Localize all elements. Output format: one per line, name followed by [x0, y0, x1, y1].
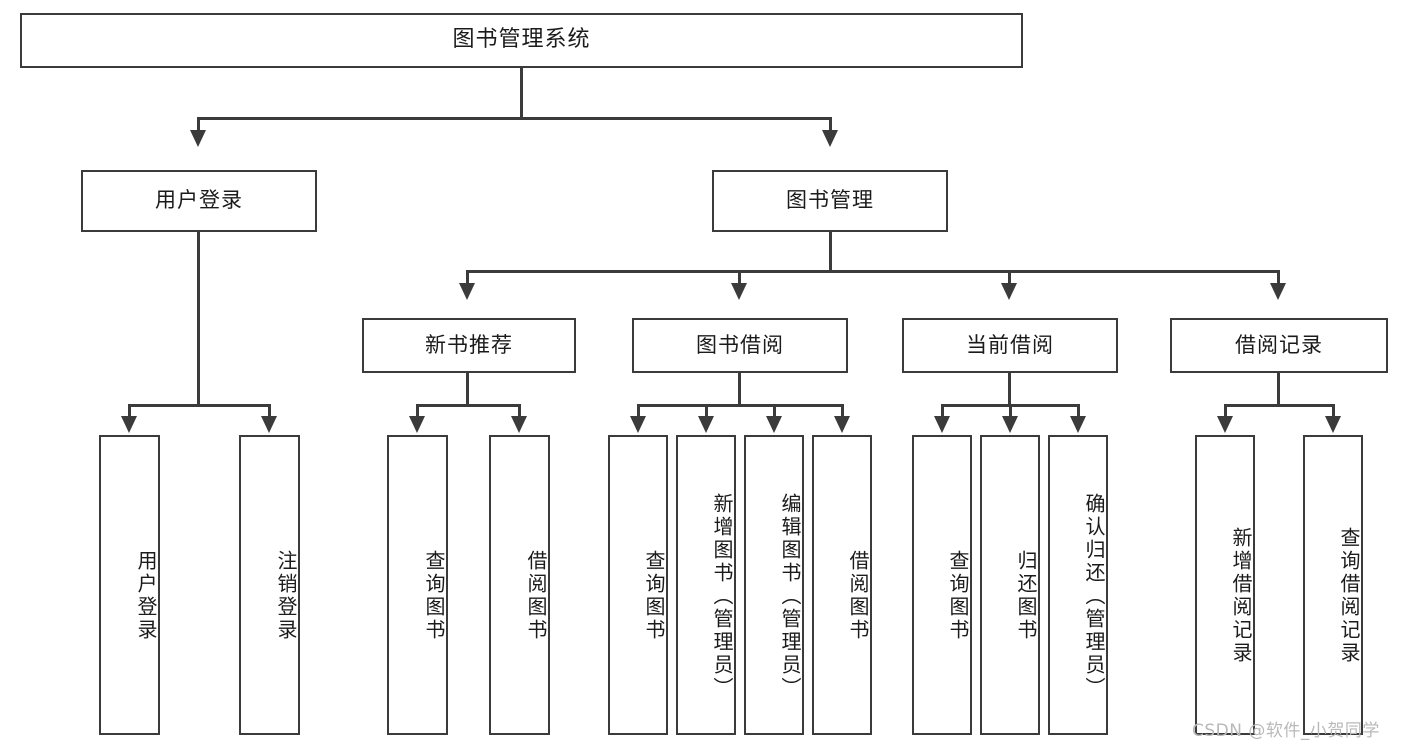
arrow-to-new-book: [458, 283, 475, 300]
node-current-borrow[interactable]: 当前借阅: [902, 318, 1118, 373]
leaf-borrow-book[interactable]: 借阅图书: [812, 435, 872, 735]
arrow-leaf-borrow-book-2: [833, 416, 850, 433]
node-label: 查询图书: [642, 550, 666, 642]
connector-user-login-bar: [128, 404, 270, 407]
connector-book-borrow-child-1: [637, 404, 640, 417]
arrow-to-borrow-record: [1269, 283, 1286, 300]
node-label: 图书借阅: [696, 332, 784, 357]
leaf-borrow-book-recommend[interactable]: 借阅图书: [489, 435, 550, 735]
node-book-manage[interactable]: 图书管理: [712, 170, 948, 232]
node-label: 编辑图书（管理员）: [778, 492, 802, 700]
node-label: 归还图书: [1014, 550, 1038, 642]
node-label: 新增图书（管理员）: [710, 492, 734, 700]
connector-book-borrow-child-2: [705, 404, 708, 417]
node-user-login[interactable]: 用户登录: [81, 170, 317, 232]
connector-borrow-record-bar: [1224, 404, 1334, 407]
node-book-borrow[interactable]: 图书借阅: [632, 318, 848, 373]
arrow-to-user-login: [190, 130, 206, 147]
connector-book-borrow-stem: [738, 373, 741, 406]
leaf-logout[interactable]: 注销登录: [239, 435, 300, 735]
connector-book-borrow-child-4: [841, 404, 844, 417]
leaf-confirm-return-admin[interactable]: 确认归还（管理员）: [1048, 435, 1108, 735]
arrow-to-book-manage: [821, 130, 838, 147]
connector-borrow-record-child-2: [1332, 404, 1335, 417]
node-label: 新书推荐: [425, 332, 513, 357]
csdn-watermark: CSDN @软件_小贺同学: [1192, 716, 1380, 741]
node-label: 确认归还（管理员）: [1082, 492, 1106, 700]
arrow-leaf-user-login: [120, 416, 137, 433]
node-label: 图书管理系统: [452, 27, 591, 53]
arrow-leaf-confirm-return: [1069, 416, 1086, 433]
connector-to-book-manage: [829, 117, 832, 132]
node-label: 借阅图书: [846, 550, 870, 642]
leaf-query-book-current[interactable]: 查询图书: [912, 435, 972, 735]
arrow-leaf-query-book-3: [933, 416, 950, 433]
connector-book-borrow-child-3: [773, 404, 776, 417]
connector-borrow-record-stem: [1277, 373, 1280, 406]
node-borrow-record[interactable]: 借阅记录: [1170, 318, 1388, 373]
connector-book-manage-stem: [829, 232, 832, 272]
connector-root-stem: [520, 68, 523, 119]
arrow-leaf-edit-book: [765, 416, 782, 433]
connector-current-borrow-stem: [1008, 373, 1011, 406]
connector-new-book-child-1: [416, 404, 419, 417]
leaf-add-book-admin[interactable]: 新增图书（管理员）: [676, 435, 736, 735]
node-label: 用户登录: [155, 188, 243, 213]
connector-user-login-child-1: [128, 404, 131, 417]
watermark-text: CSDN @软件_小贺同学: [1192, 721, 1380, 741]
leaf-edit-book-admin[interactable]: 编辑图书（管理员）: [744, 435, 804, 735]
node-label: 图书管理: [786, 188, 874, 213]
node-root-system[interactable]: 图书管理系统: [20, 13, 1023, 68]
arrow-leaf-logout: [260, 416, 277, 433]
arrow-leaf-add-record: [1216, 416, 1233, 433]
node-label: 查询借阅记录: [1337, 527, 1361, 665]
connector-book-manage-bar: [466, 270, 1280, 273]
connector-new-book-bar: [416, 404, 520, 407]
arrow-to-current-borrow: [1000, 283, 1017, 300]
node-label: 借阅图书: [524, 550, 548, 642]
node-label: 注销登录: [274, 550, 298, 642]
connector-to-current-borrow: [1008, 270, 1011, 285]
connector-user-login-stem: [197, 232, 200, 406]
connector-to-borrow-record: [1277, 270, 1280, 285]
arrow-leaf-add-book: [697, 416, 714, 433]
leaf-query-book-recommend[interactable]: 查询图书: [387, 435, 448, 735]
node-label: 查询图书: [946, 550, 970, 642]
node-label: 借阅记录: [1235, 332, 1323, 357]
connector-book-borrow-bar: [637, 404, 842, 407]
arrow-leaf-return-book: [1001, 416, 1018, 433]
node-label: 新增借阅记录: [1229, 527, 1253, 665]
leaf-add-borrow-record[interactable]: 新增借阅记录: [1195, 435, 1255, 735]
arrow-leaf-query-record: [1324, 416, 1341, 433]
leaf-query-book-borrow[interactable]: 查询图书: [608, 435, 668, 735]
connector-user-login-child-2: [268, 404, 271, 417]
leaf-query-borrow-record[interactable]: 查询借阅记录: [1303, 435, 1363, 735]
connector-current-borrow-child-3: [1077, 404, 1080, 417]
leaf-return-book[interactable]: 归还图书: [980, 435, 1040, 735]
connector-new-book-child-2: [518, 404, 521, 417]
connector-current-borrow-child-1: [941, 404, 944, 417]
arrow-leaf-query-book-2: [629, 416, 646, 433]
arrow-leaf-borrow-book-1: [510, 416, 527, 433]
leaf-user-login[interactable]: 用户登录: [99, 435, 160, 735]
connector-borrow-record-child-1: [1224, 404, 1227, 417]
connector-to-user-login: [197, 117, 200, 132]
node-label: 查询图书: [422, 550, 446, 642]
arrow-leaf-query-book-1: [408, 416, 425, 433]
node-label: 当前借阅: [966, 332, 1054, 357]
connector-new-book-stem: [466, 373, 469, 406]
connector-to-new-book: [466, 270, 469, 285]
connector-current-borrow-child-2: [1009, 404, 1012, 417]
node-label: 用户登录: [134, 550, 158, 642]
connector-root-bar: [197, 117, 831, 120]
connector-to-book-borrow: [738, 270, 741, 285]
arrow-to-book-borrow: [730, 283, 747, 300]
node-new-book-recommend[interactable]: 新书推荐: [362, 318, 576, 373]
